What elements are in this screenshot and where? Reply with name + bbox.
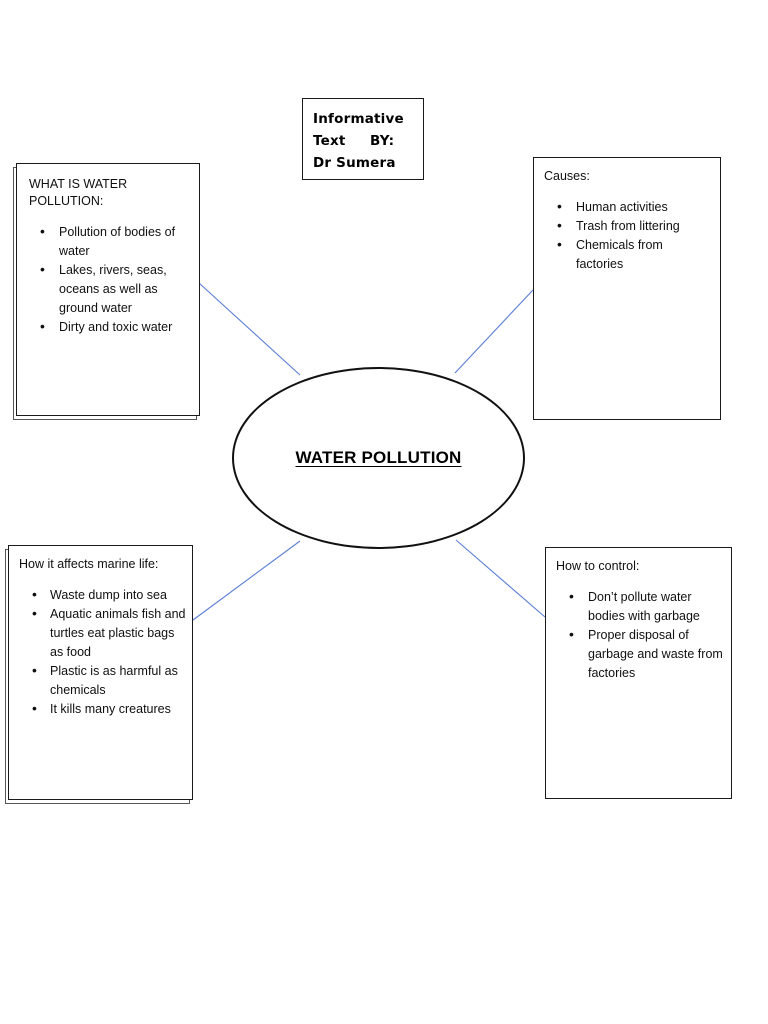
connector-center-to-marine <box>192 540 301 621</box>
node-heading-causes: Causes: <box>544 169 590 183</box>
title-card-line-2: Text BY: <box>313 133 395 149</box>
node-list-definition: Pollution of bodies of water Lakes, rive… <box>29 222 191 337</box>
node-heading-marine-life: How it affects marine life: <box>19 557 159 571</box>
node-list-control: Don’t pollute water bodies with garbage … <box>556 587 723 683</box>
center-node-ellipse: WATER POLLUTION <box>232 367 525 549</box>
list-item: Trash from littering <box>544 216 712 236</box>
list-item: Chemicals from factories <box>544 235 712 274</box>
list-item: Pollution of bodies of water <box>29 222 191 261</box>
node-list-causes: Human activities Trash from littering Ch… <box>544 197 712 274</box>
node-heading-control: How to control: <box>556 559 640 573</box>
list-item: Plastic is as harmful as chemicals <box>19 661 186 700</box>
list-item: Dirty and toxic water <box>29 317 191 337</box>
node-box-marine-life: How it affects marine life: Waste dump i… <box>8 545 193 800</box>
title-card: Informative Text BY: Dr Sumera <box>302 98 424 180</box>
list-item: Aquatic animals fish and turtles eat pla… <box>19 604 186 662</box>
title-card-line-3: Dr Sumera <box>313 155 396 171</box>
list-item: Lakes, rivers, seas, oceans as well as g… <box>29 260 191 318</box>
title-card-line-1: Informative <box>313 111 404 127</box>
connector-center-to-definition <box>198 282 301 376</box>
list-item: Proper disposal of garbage and waste fro… <box>556 625 723 683</box>
connector-center-to-causes <box>454 289 534 374</box>
node-heading-definition: WHAT IS WATER POLLUTION: <box>29 177 128 208</box>
node-box-control: How to control: Don’t pollute water bodi… <box>545 547 732 799</box>
node-box-definition: WHAT IS WATER POLLUTION: Pollution of bo… <box>16 163 200 416</box>
node-box-causes: Causes: Human activities Trash from litt… <box>533 157 721 420</box>
list-item: Don’t pollute water bodies with garbage <box>556 587 723 626</box>
list-item: Waste dump into sea <box>19 585 186 605</box>
connector-center-to-control <box>455 539 546 618</box>
list-item: Human activities <box>544 197 712 217</box>
list-item: It kills many creatures <box>19 699 186 719</box>
node-list-marine-life: Waste dump into sea Aquatic animals fish… <box>19 585 186 719</box>
center-node-label: WATER POLLUTION <box>295 448 462 467</box>
